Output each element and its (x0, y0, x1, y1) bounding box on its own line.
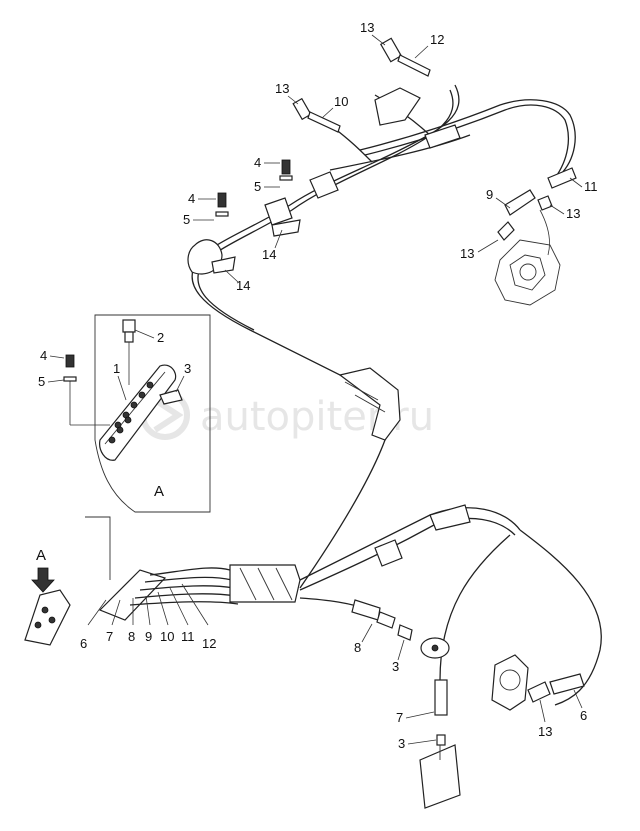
lower-hose-bundle (229, 439, 602, 809)
callout-8-lower: 8 (354, 640, 361, 655)
callout-12-bottom: 12 (202, 636, 216, 651)
callout-13-right-a: 13 (566, 206, 580, 221)
callout-3-detail: 3 (184, 361, 191, 376)
valve-assembly (24, 516, 239, 646)
callout-5-b: 5 (183, 212, 190, 227)
callout-labels: 13 12 13 10 4 5 4 5 14 14 9 11 13 13 2 1… (36, 20, 598, 751)
callout-1-detail: 1 (113, 361, 120, 376)
upper-hose-bundle (187, 84, 576, 441)
callout-3-lowest: 3 (398, 736, 405, 751)
callout-11-bottom: 11 (181, 629, 195, 644)
callout-4-a: 4 (254, 155, 261, 170)
callout-6-lower: 6 (580, 708, 587, 723)
callout-8-bottom: 8 (128, 629, 135, 644)
callout-4-b: 4 (188, 191, 195, 206)
callout-3-lower: 3 (392, 659, 399, 674)
callout-10-bottom: 10 (160, 629, 174, 644)
callout-4-detail: 4 (40, 348, 47, 363)
callout-13-mid: 13 (275, 81, 289, 96)
callout-5-a: 5 (254, 179, 261, 194)
callout-6-bottom: 6 (80, 636, 87, 651)
callout-2-detail: 2 (157, 330, 164, 345)
callout-14-b: 14 (236, 278, 250, 293)
callout-12-top: 12 (430, 32, 444, 47)
callout-11-right: 11 (584, 179, 598, 194)
callout-13-lower: 13 (538, 724, 552, 739)
callout-7-lower: 7 (396, 710, 403, 725)
upper-fittings (211, 37, 577, 306)
callout-7-bottom: 7 (106, 629, 113, 644)
callout-14-a: 14 (262, 247, 276, 262)
view-arrow-label: A (36, 547, 46, 564)
callout-9-right: 9 (486, 187, 493, 202)
callout-5-detail: 5 (38, 374, 45, 389)
callout-13-right-b: 13 (460, 246, 474, 261)
callout-10-mid: 10 (334, 94, 348, 109)
detail-view-label: A (154, 483, 164, 500)
callout-9-bottom: 9 (145, 629, 152, 644)
callout-13-top: 13 (360, 20, 374, 35)
detail-view-a (63, 314, 211, 513)
